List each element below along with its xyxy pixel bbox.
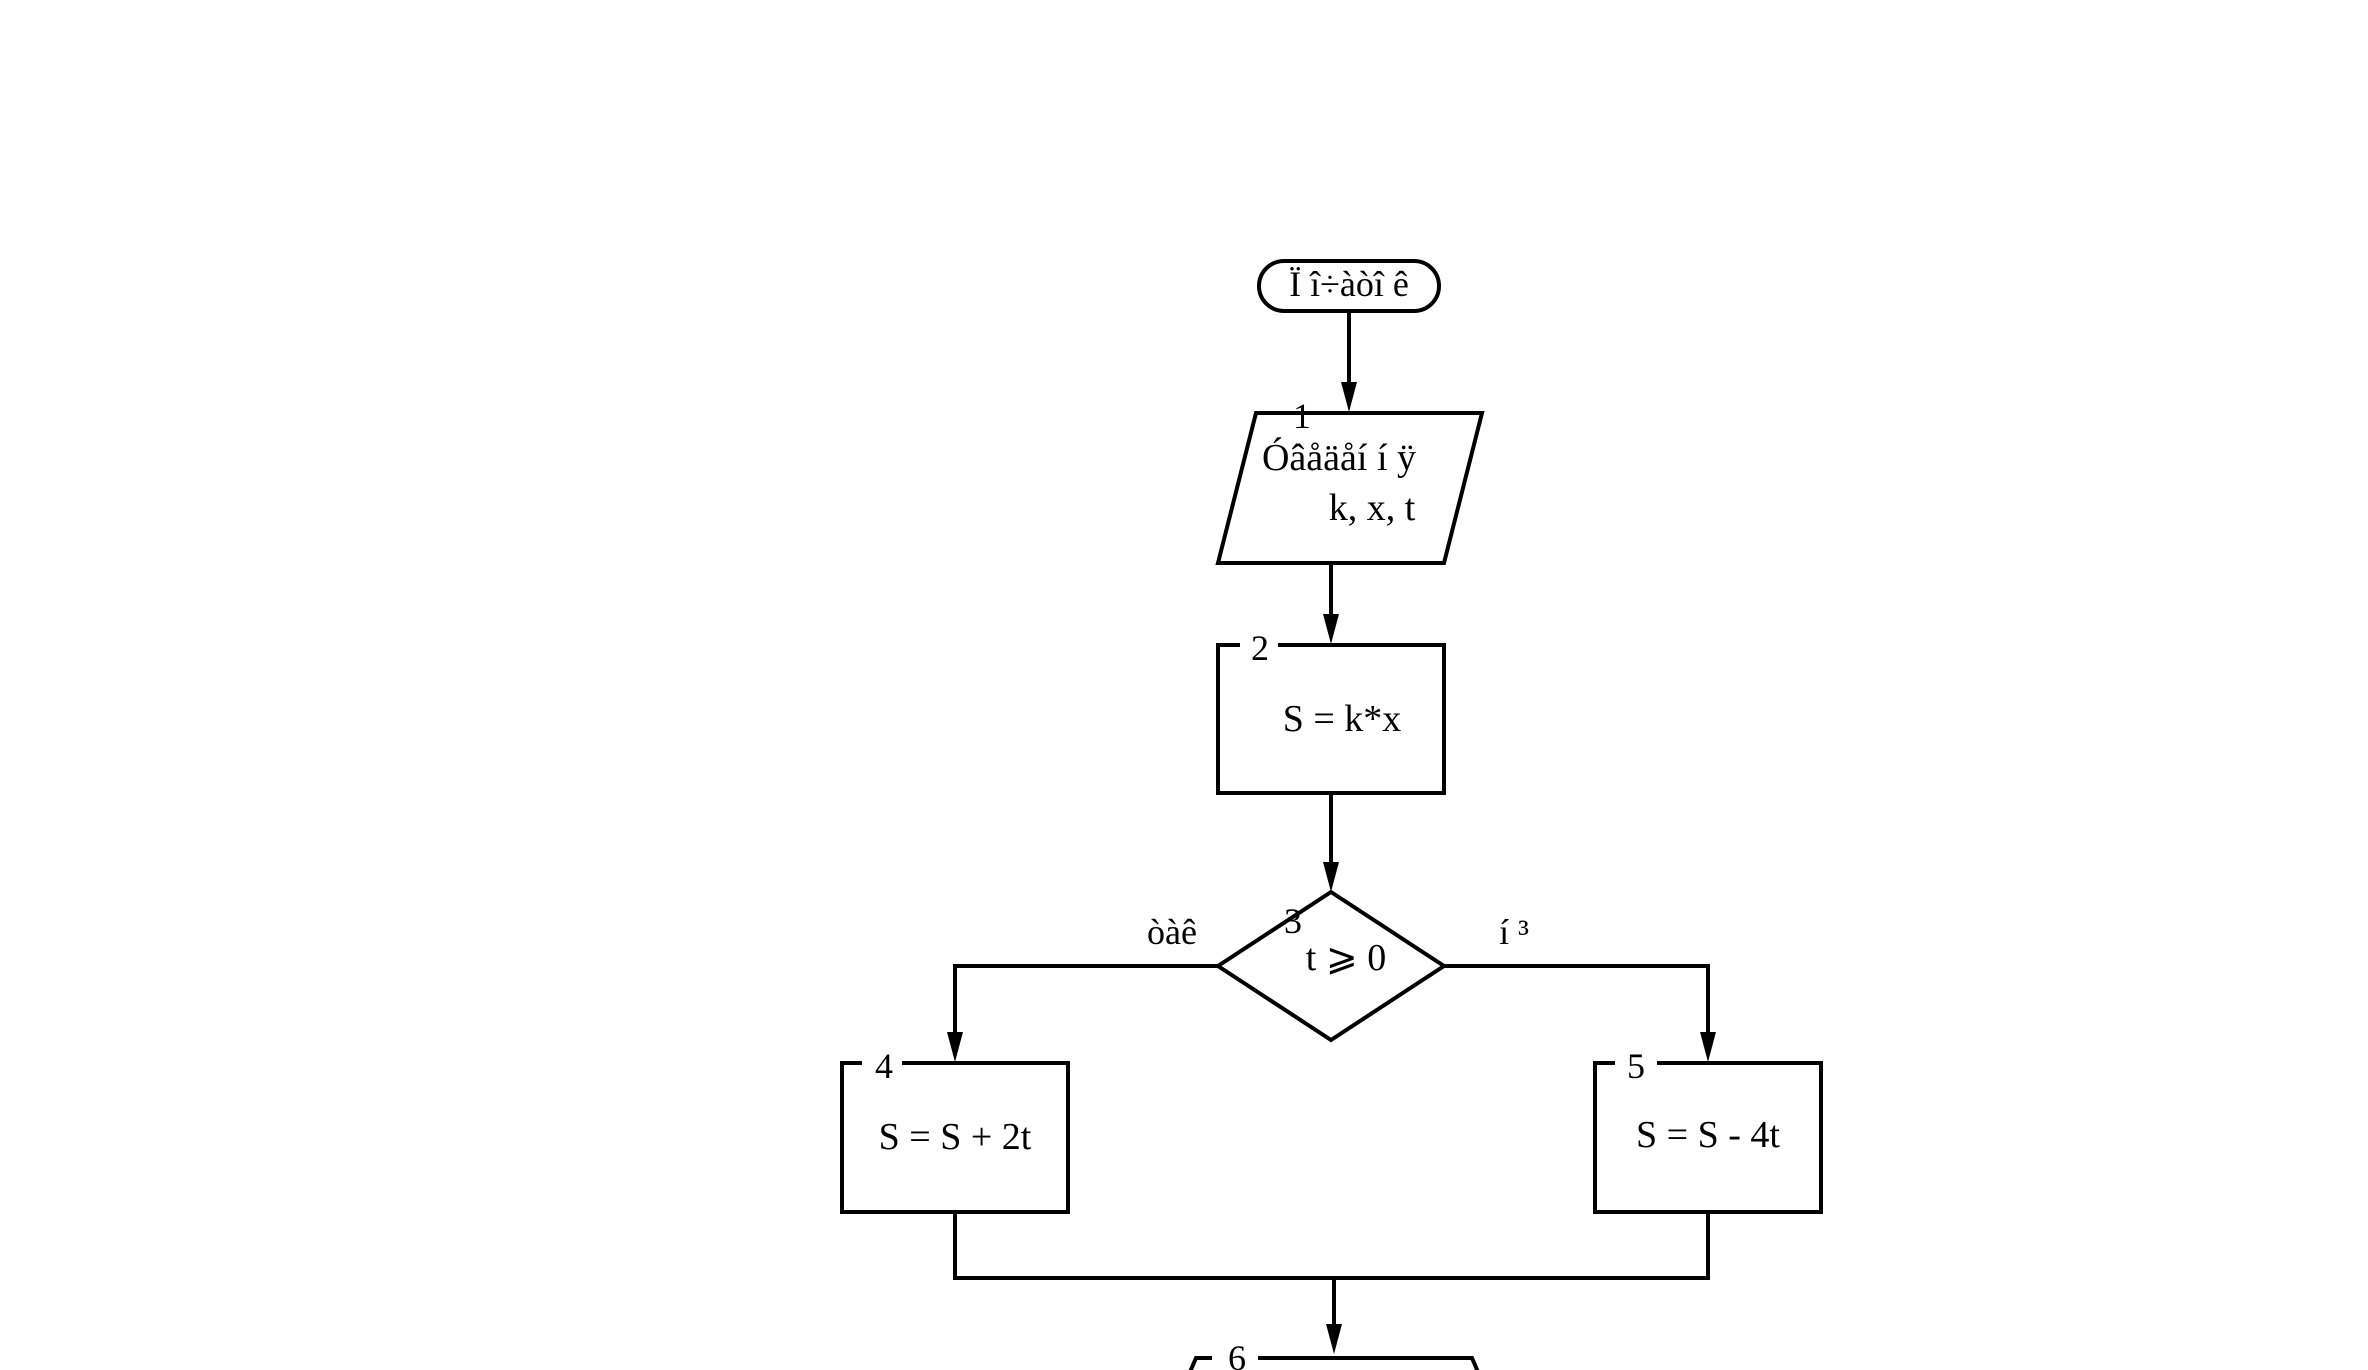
start-terminator: Ï î÷àòî ê (1257, 259, 1441, 313)
decision-block-3: 3 t ⩾ 0 (1214, 889, 1448, 1043)
process-block-2-text: S = k*x (1283, 698, 1402, 740)
decision-no-label: í ³ (1499, 912, 1529, 952)
process-block-5-number: 5 (1627, 1046, 1645, 1086)
input-block: 1 Óâåäåí í ÿ k, x, t (1215, 396, 1485, 565)
arrowhead-process2-to-decision (1323, 862, 1339, 892)
process-block-5-text: S = S - 4t (1636, 1114, 1780, 1156)
process-block-6: 6 (1188, 1338, 1480, 1370)
decision-yes-label: òàê (1147, 912, 1197, 952)
arrowhead-decision-to-block4 (947, 1032, 963, 1062)
arrowhead-start-to-input (1341, 382, 1357, 412)
process-block-6-number: 6 (1228, 1338, 1246, 1370)
decision-block-number: 3 (1284, 901, 1302, 941)
arrowhead-decision-to-block5 (1700, 1032, 1716, 1062)
process-block-4: 4 S = S + 2t (840, 1046, 1070, 1214)
input-block-title: Óâåäåí í ÿ (1262, 437, 1416, 479)
process-block-5: 5 S = S - 4t (1593, 1046, 1823, 1214)
process-block-2: 2 S = k*x (1216, 628, 1446, 795)
connector-block4-to-merge (953, 1212, 1710, 1280)
start-label: Ï î÷àòî ê (1289, 264, 1409, 304)
decision-condition: t ⩾ 0 (1306, 937, 1386, 979)
input-block-variables: k, x, t (1329, 487, 1416, 529)
process-block-4-number: 4 (875, 1046, 893, 1086)
arrowhead-merge-to-block6 (1326, 1324, 1342, 1354)
process-block-2-number: 2 (1251, 628, 1269, 668)
process-block-4-text: S = S + 2t (879, 1116, 1032, 1158)
arrowhead-input-to-process2 (1323, 614, 1339, 644)
input-block-number: 1 (1293, 396, 1311, 436)
connector-decision-to-block4 (953, 964, 1218, 1045)
connector-decision-to-block5 (1444, 964, 1710, 1045)
